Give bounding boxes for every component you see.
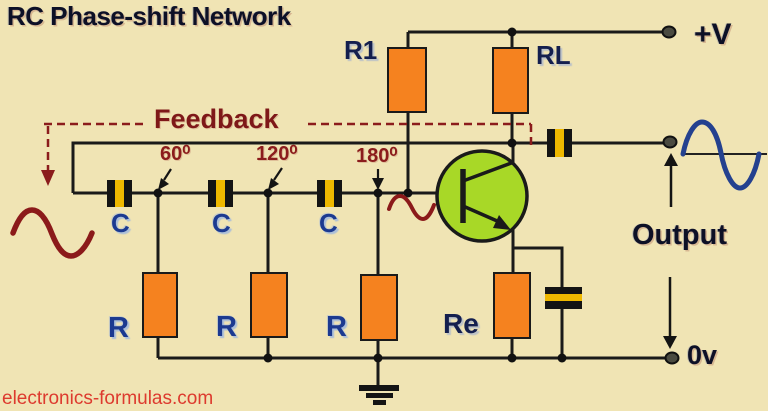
transistor-collector-line <box>462 160 515 183</box>
output-up-arrow-head <box>664 153 678 166</box>
ground-icon <box>359 385 399 405</box>
base-sine-squiggle-icon <box>387 193 436 222</box>
wire-emitter-network <box>510 229 564 358</box>
arrow-60-line <box>163 168 172 181</box>
transistor-emitter-arrow <box>493 215 511 230</box>
label-c2: C <box>212 208 231 238</box>
label-feedback: Feedback <box>154 104 279 134</box>
resistor-r-1 <box>142 272 178 338</box>
label-r-2: R <box>216 311 237 343</box>
feedback-dashed-line <box>44 122 533 170</box>
resistor-r-2 <box>250 272 288 338</box>
page-title: RC Phase-shift Network <box>7 1 291 31</box>
terminals <box>661 25 680 365</box>
label-0v: 0v <box>687 340 718 370</box>
label-r-3: R <box>326 311 347 343</box>
wire-feedback-loop <box>71 141 512 193</box>
label-rl: RL <box>536 40 571 70</box>
arrow-180-head <box>372 178 384 190</box>
label-c3: C <box>319 208 338 238</box>
output-arrows <box>663 153 678 349</box>
label-phase-120: 120⁰ <box>256 143 298 165</box>
capacitor-c1 <box>107 180 132 207</box>
label-phase-180: 180⁰ <box>356 145 398 167</box>
feedback-arrowhead-icon <box>41 170 55 186</box>
terminal-output <box>662 135 678 149</box>
phase-arrows <box>158 167 384 190</box>
label-r-1: R <box>108 312 129 344</box>
arrow-60-head <box>158 178 169 190</box>
label-r1: R1 <box>344 35 378 65</box>
arrow-120-head <box>268 178 279 190</box>
watermark-text: electronics-formulas.com <box>2 388 214 409</box>
input-sine-wave-icon <box>10 207 95 259</box>
capacitors <box>107 129 582 309</box>
resistor-r-3 <box>360 274 398 341</box>
capacitor-c2 <box>208 180 233 207</box>
label-phase-60: 60⁰ <box>160 143 191 165</box>
terminal-0v <box>664 351 680 365</box>
label-c1: C <box>111 208 130 238</box>
label-output: Output <box>632 219 728 251</box>
capacitor-output-coupling <box>547 129 572 157</box>
resistor-r1 <box>387 47 427 113</box>
terminal-plus-v <box>661 25 677 39</box>
label-re: Re <box>443 308 479 339</box>
junction-dots <box>153 27 567 363</box>
resistor-re <box>493 272 531 339</box>
transistor-body <box>435 149 529 243</box>
resistors <box>142 47 531 341</box>
resistor-rl <box>492 47 529 114</box>
output-down-arrow-head <box>663 336 677 349</box>
capacitor-c3 <box>317 180 342 207</box>
label-plus-v: +V <box>694 18 732 51</box>
output-sine-wave-icon <box>680 119 762 191</box>
arrow-120-line <box>273 167 283 181</box>
capacitor-emitter-bypass <box>545 287 582 309</box>
